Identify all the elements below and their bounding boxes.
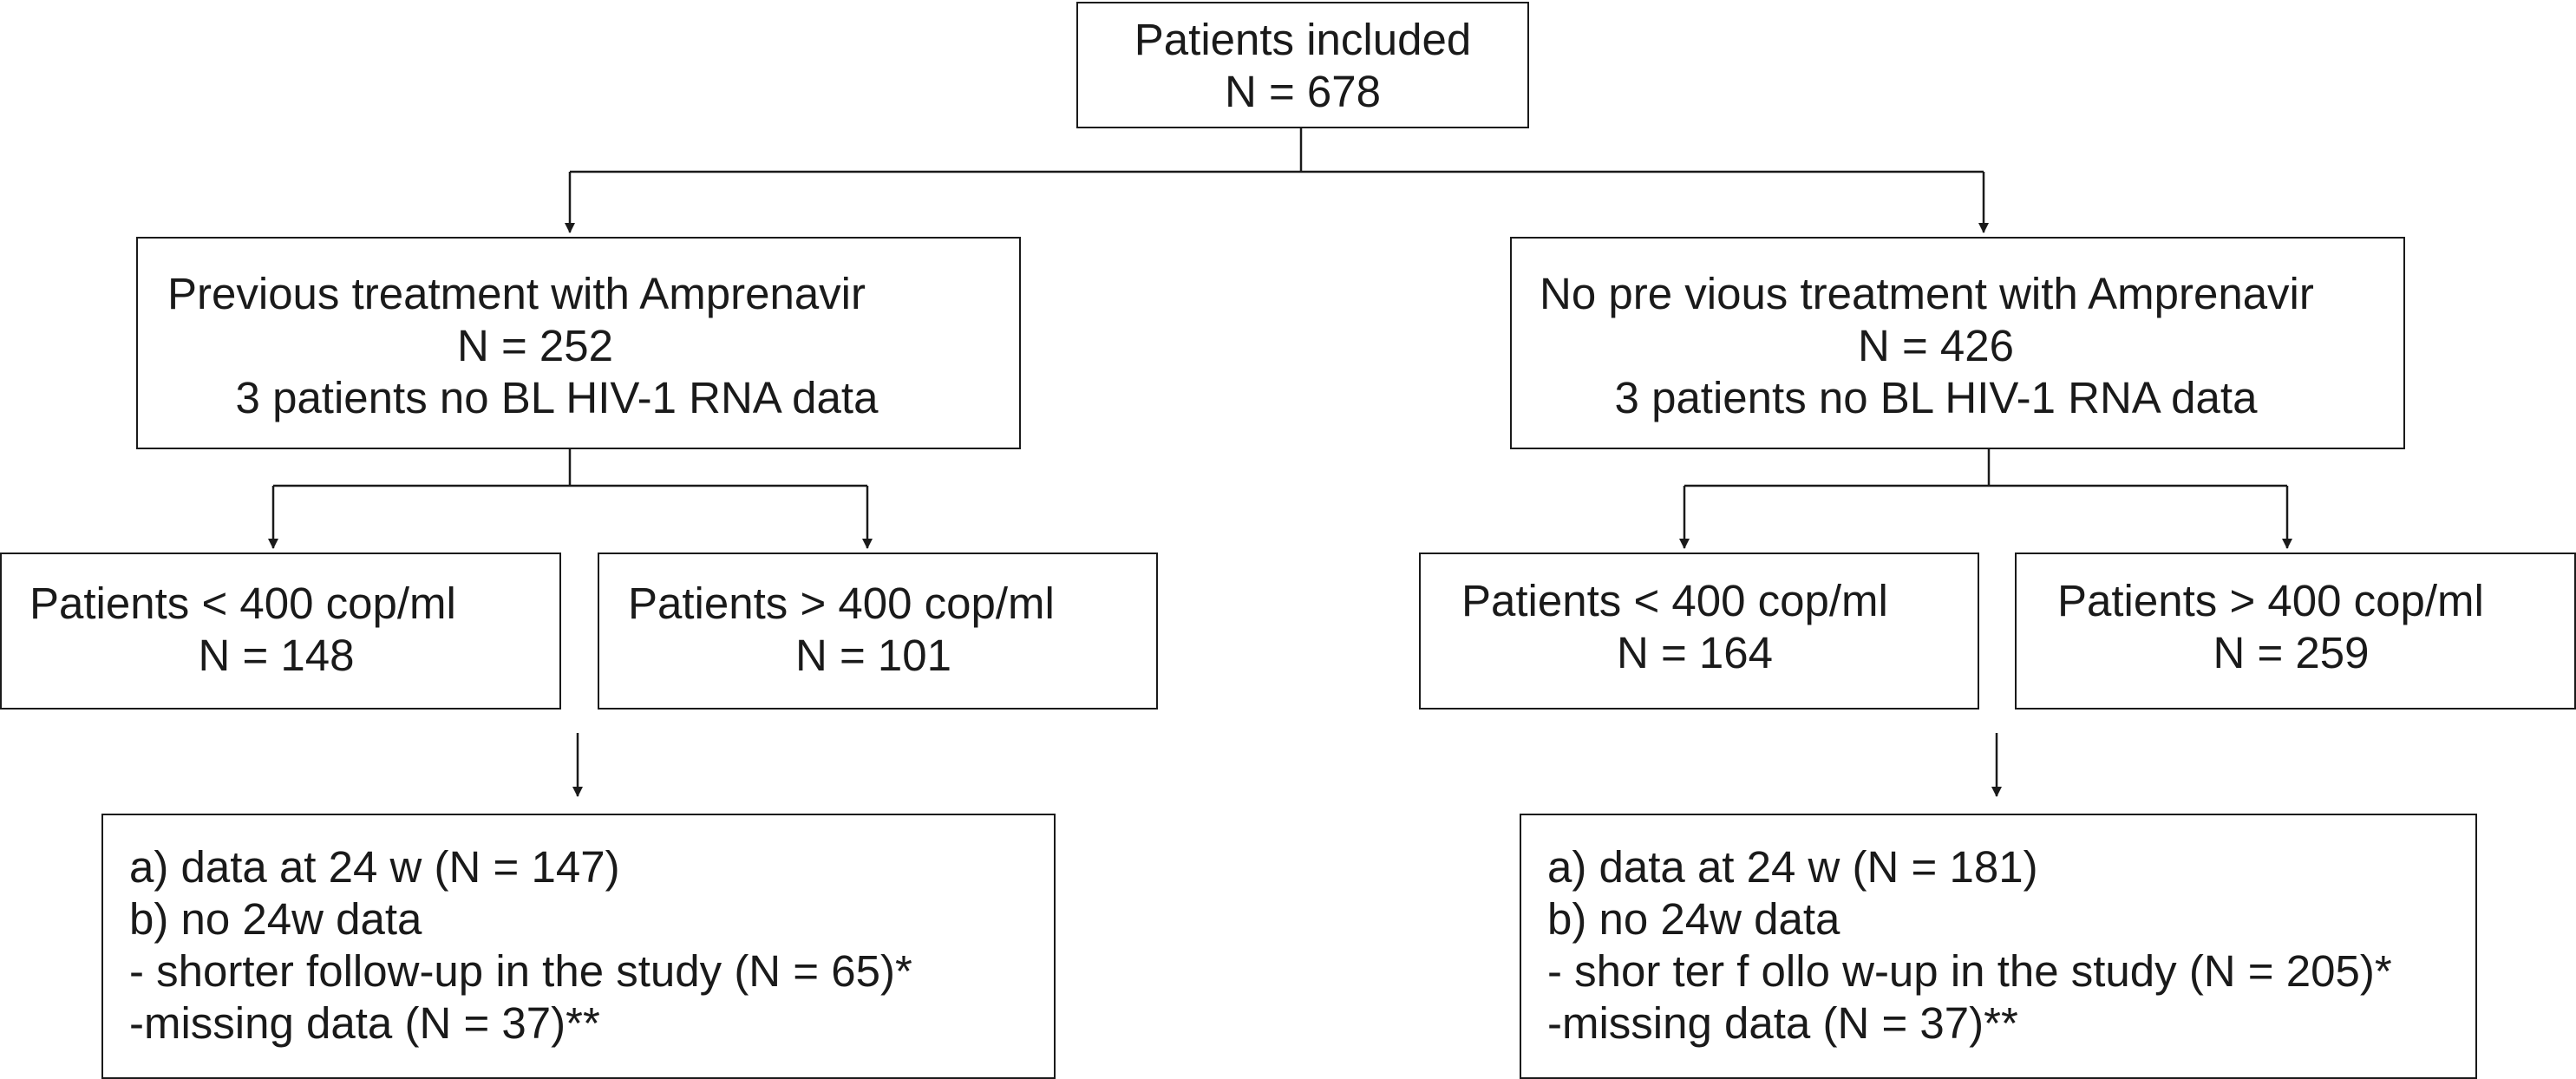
box-right-above-400: Patients > 400 cop/ml N = 259	[2015, 553, 2576, 710]
root-title: Patients included	[1134, 15, 1472, 64]
right-outcome-line-3: - shor ter f ollo w-up in the study (N =…	[1547, 946, 2392, 996]
right-low-count: N = 164	[1616, 628, 1774, 677]
right-low-title: Patients < 400 cop/ml	[1461, 576, 1888, 625]
previous-treatment-note: 3 patients no BL HIV-1 RNA data	[235, 373, 879, 422]
no-previous-treatment-note: 3 patients no BL HIV-1 RNA data	[1614, 373, 2258, 422]
previous-treatment-count: N = 252	[456, 321, 614, 370]
previous-treatment-title: Previous treatment with Amprenavir	[167, 269, 866, 318]
box-left-outcome: a) data at 24 w (N = 147) b) no 24w data…	[101, 814, 1056, 1079]
right-outcome-line-2: b) no 24w data	[1547, 894, 1840, 944]
left-low-title: Patients < 400 cop/ml	[29, 579, 456, 628]
left-outcome-line-2: b) no 24w data	[129, 894, 422, 944]
right-high-count: N = 259	[2213, 628, 2370, 677]
root-count: N = 678	[1224, 67, 1382, 116]
no-previous-treatment-title: No pre vious treatment with Amprenavir	[1540, 269, 2314, 318]
box-left-below-400: Patients < 400 cop/ml N = 148	[0, 553, 561, 710]
left-high-title: Patients > 400 cop/ml	[628, 579, 1055, 628]
box-right-below-400: Patients < 400 cop/ml N = 164	[1419, 553, 1979, 710]
left-outcome-line-3: - shorter follow-up in the study (N = 65…	[129, 946, 912, 996]
box-left-above-400: Patients > 400 cop/ml N = 101	[598, 553, 1158, 710]
no-previous-treatment-count: N = 426	[1857, 321, 2015, 370]
box-patients-included: Patients included N = 678	[1076, 2, 1529, 128]
left-outcome-line-1: a) data at 24 w (N = 147)	[129, 842, 620, 892]
right-high-title: Patients > 400 cop/ml	[2057, 576, 2484, 625]
left-high-count: N = 101	[794, 631, 952, 680]
left-low-count: N = 148	[198, 631, 355, 680]
box-previous-treatment: Previous treatment with Amprenavir N = 2…	[136, 237, 1021, 449]
right-outcome-line-1: a) data at 24 w (N = 181)	[1547, 842, 2038, 892]
right-outcome-line-4: -missing data (N = 37)**	[1547, 998, 2018, 1048]
left-outcome-line-4: -missing data (N = 37)**	[129, 998, 600, 1048]
box-no-previous-treatment: No pre vious treatment with Amprenavir N…	[1510, 237, 2405, 449]
box-right-outcome: a) data at 24 w (N = 181) b) no 24w data…	[1520, 814, 2477, 1079]
